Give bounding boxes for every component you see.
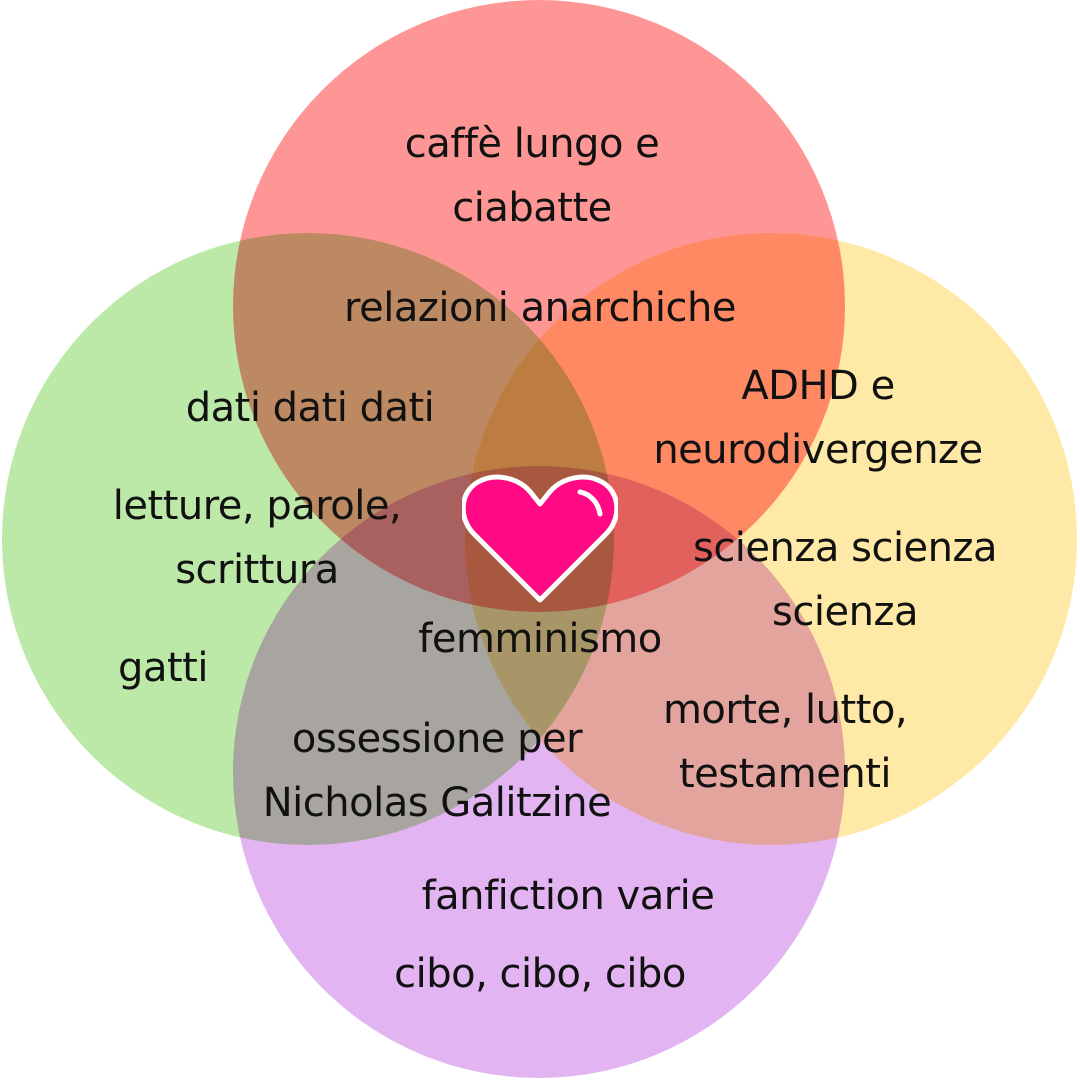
label-line: letture, parole, — [112, 483, 402, 529]
label-gatti: gatti — [118, 636, 208, 700]
label-line: neurodivergenze — [653, 427, 983, 473]
label-caffe-lungo: caffè lungo e ciabatte — [405, 112, 660, 240]
label-line: testamenti — [678, 751, 892, 797]
label-fanfiction: fanfiction varie — [422, 864, 715, 928]
label-letture: letture, parole, scrittura — [112, 474, 402, 602]
label-line: femminismo — [418, 616, 662, 662]
label-femminismo: femminismo — [418, 607, 662, 671]
label-line: ossessione per — [291, 716, 583, 762]
label-line: Nicholas Galitzine — [262, 780, 612, 826]
heart-icon — [462, 474, 618, 603]
label-line: gatti — [118, 645, 208, 691]
label-dati: dati dati dati — [186, 376, 435, 440]
heart-shine — [577, 489, 603, 517]
label-line: dati dati dati — [185, 385, 435, 431]
label-line: scienza — [772, 589, 918, 635]
label-line: fanfiction varie — [421, 873, 715, 919]
label-morte: morte, lutto, testamenti — [662, 678, 908, 806]
label-line: cibo, cibo, cibo — [394, 951, 686, 997]
label-adhd: ADHD e neurodivergenze — [653, 354, 983, 482]
label-line: scienza scienza — [692, 525, 998, 571]
label-ossessione: ossessione per Nicholas Galitzine — [263, 707, 612, 835]
label-line: ciabatte — [452, 185, 612, 231]
label-line: morte, lutto, — [662, 687, 908, 733]
heart-shape — [462, 474, 618, 603]
label-line: scrittura — [175, 547, 339, 593]
label-line: ADHD e — [741, 363, 895, 409]
label-cibo: cibo, cibo, cibo — [394, 942, 686, 1006]
label-line: relazioni anarchiche — [344, 285, 736, 331]
label-relazioni-anarchiche: relazioni anarchiche — [344, 276, 736, 340]
label-line: caffè lungo e — [404, 121, 660, 167]
label-scienza: scienza scienza scienza — [692, 516, 998, 644]
